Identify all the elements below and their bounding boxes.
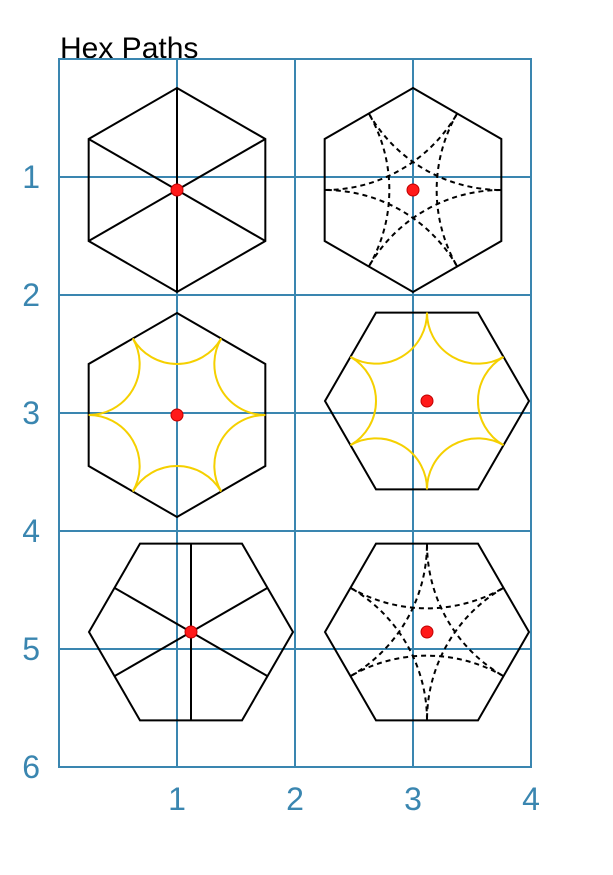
path-arc	[88, 338, 141, 416]
hex-outline	[323, 311, 531, 491]
hex-r1-c2	[323, 86, 503, 294]
path-arc	[324, 112, 459, 191]
path-arc	[426, 543, 505, 678]
hex-tiles	[87, 86, 531, 722]
path-arc	[350, 654, 504, 678]
path-segment	[176, 189, 266, 242]
y-tick-label: 2	[22, 277, 40, 313]
path-segment	[88, 189, 178, 242]
path-arc	[435, 113, 459, 267]
hex-paths	[349, 543, 505, 721]
path-segment	[88, 138, 178, 191]
grid	[58, 58, 532, 768]
path-arc	[213, 338, 266, 416]
hex-outline	[323, 542, 531, 722]
hex-outline	[87, 311, 267, 519]
path-arc	[367, 112, 502, 191]
hex-r2-c2	[323, 311, 531, 491]
hex-center-dot	[184, 625, 198, 639]
path-segment	[190, 586, 269, 633]
hex-center-dot	[406, 183, 420, 197]
hex-r3-c1	[87, 542, 295, 722]
hex-outline	[323, 86, 503, 294]
axis-ticks: 1 2 3 4 1 2 3 4 5 6	[22, 159, 540, 817]
path-arc	[324, 189, 459, 268]
path-arc	[88, 414, 141, 492]
hex-paths	[349, 312, 505, 490]
x-tick-label: 1	[168, 781, 186, 817]
y-tick-label: 4	[22, 513, 40, 549]
path-arc	[350, 586, 504, 610]
path-arc	[349, 355, 378, 447]
hex-paths	[88, 88, 266, 292]
y-tick-label: 6	[22, 749, 40, 785]
path-arc	[350, 437, 428, 490]
hex-center-dot	[420, 625, 434, 639]
path-arc	[367, 113, 391, 267]
x-tick-label: 4	[522, 781, 540, 817]
y-tick-label: 5	[22, 631, 40, 667]
path-segment	[113, 586, 192, 633]
path-arc	[131, 337, 223, 366]
hex-paths	[113, 543, 269, 721]
hex-outline	[87, 542, 295, 722]
path-arc	[349, 586, 428, 721]
path-segment	[176, 138, 266, 191]
path-arc	[426, 437, 504, 490]
path-arc	[131, 464, 223, 493]
path-arc	[349, 543, 428, 678]
path-arc	[426, 312, 504, 365]
path-arc	[213, 414, 266, 492]
hex-paths	[324, 112, 502, 268]
hex-center-dot	[420, 394, 434, 408]
hex-r1-c1	[87, 86, 267, 294]
path-segment	[190, 631, 269, 678]
path-segment	[113, 631, 192, 678]
hex-paths	[88, 337, 266, 493]
y-tick-label: 1	[22, 159, 40, 195]
path-arc	[426, 586, 505, 721]
hex-center-dot	[170, 408, 184, 422]
x-tick-label: 2	[286, 781, 304, 817]
path-arc	[367, 189, 502, 268]
x-tick-label: 3	[404, 781, 422, 817]
path-arc	[476, 355, 505, 447]
hex-r2-c1	[87, 311, 267, 519]
path-arc	[350, 312, 428, 365]
hex-center-dot	[170, 183, 184, 197]
hex-r3-c2	[323, 542, 531, 722]
y-tick-label: 3	[22, 395, 40, 431]
